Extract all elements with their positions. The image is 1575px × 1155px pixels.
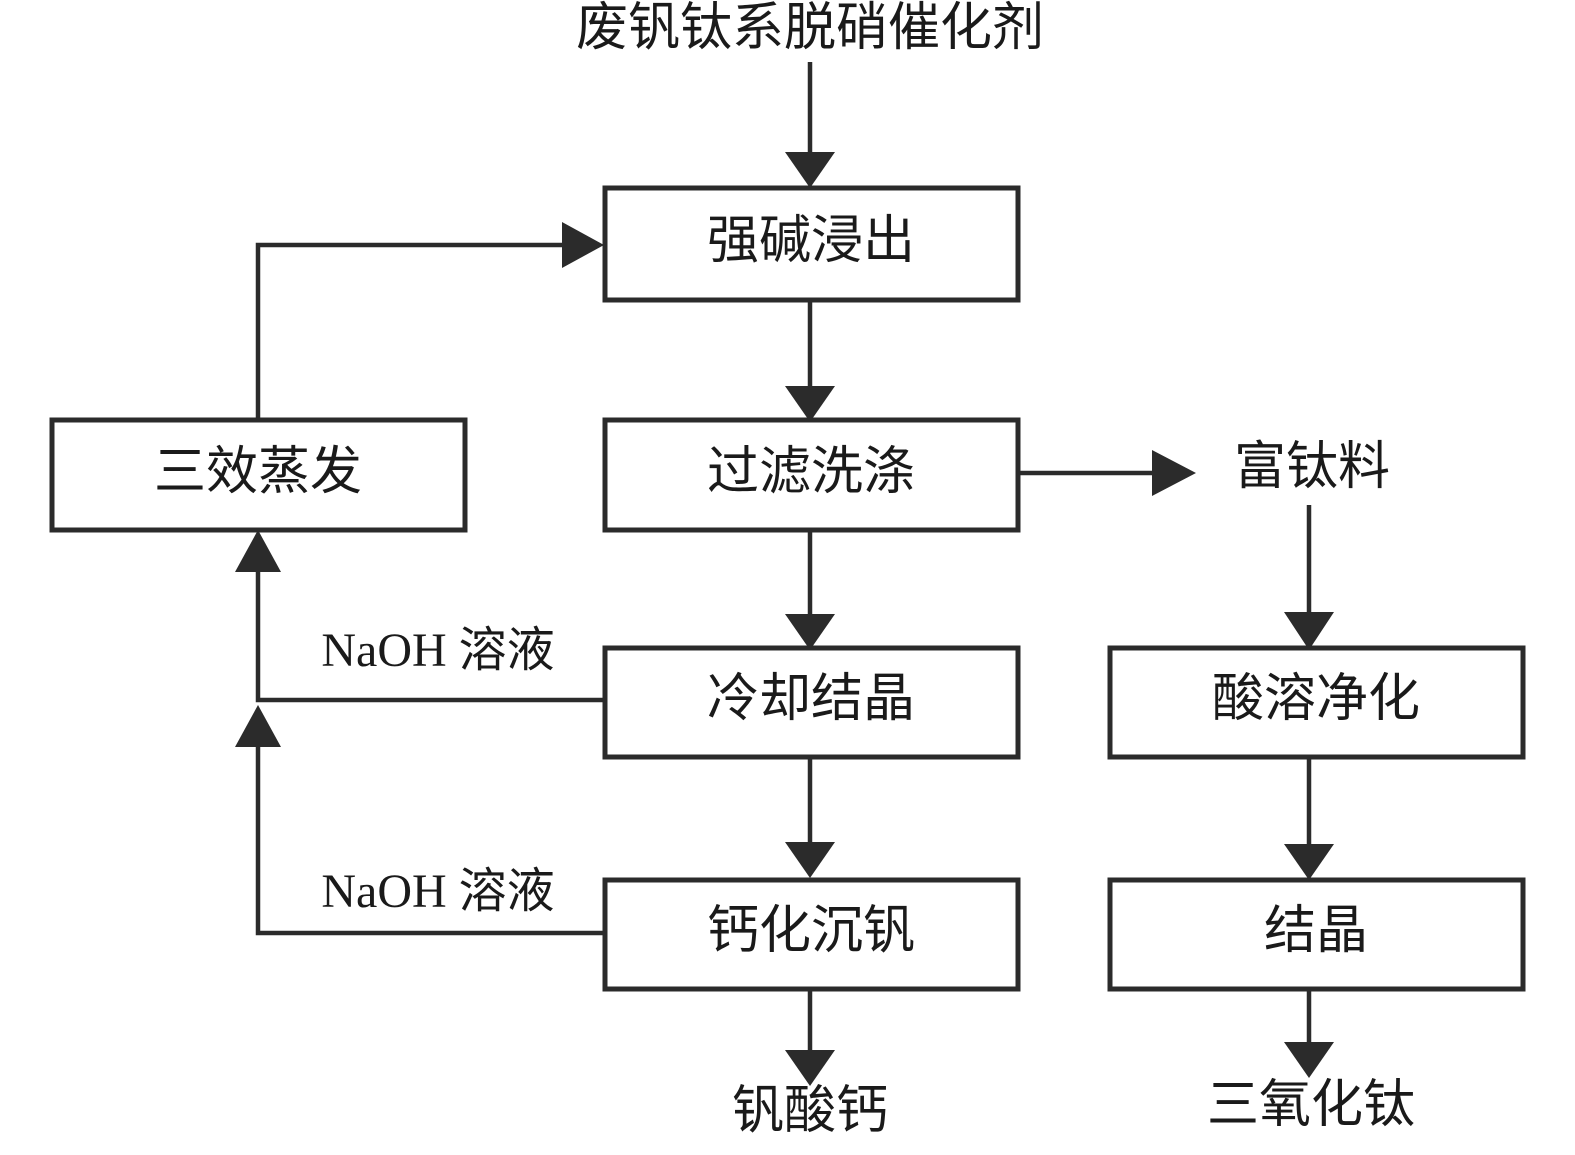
node-label-filter-wash: 过滤洗涤 — [707, 444, 915, 501]
edge-label-naoh-solution-upper: NaOH 溶液 — [321, 624, 554, 677]
arrowhead-cooling-to-calcification — [785, 842, 835, 878]
node-triple-effect-evaporation-box[interactable] — [49, 417, 468, 533]
arrowhead-leaching-to-filter — [785, 386, 835, 422]
edge-label-naoh-solution-lower: NaOH 溶液 — [321, 865, 554, 918]
node-alkali-leaching-box[interactable] — [602, 185, 1021, 303]
terminal-label-calcium-vanadate: 钒酸钙 — [732, 1083, 888, 1140]
node-label-triple-effect-evaporation: 三效蒸发 — [154, 444, 362, 501]
arrowhead-cooling-to-evaporation — [235, 530, 281, 572]
node-acid-dissolution-box[interactable] — [1107, 645, 1526, 760]
arrowhead-tirich-to-aciddissolve — [1284, 612, 1334, 650]
arrowhead-calcification-to-evaporation — [235, 705, 281, 747]
node-label-acid-dissolution-purification: 酸溶净化 — [1212, 671, 1420, 728]
node-filter-wash-box[interactable] — [602, 417, 1021, 533]
terminal-label-titanium-rich-material: 富钛料 — [1234, 439, 1390, 496]
terminal-label-titanium-trioxide: 三氧化钛 — [1207, 1077, 1415, 1134]
node-label-alkali-leaching: 强碱浸出 — [707, 213, 915, 270]
edge-cooling-to-evaporation — [255, 560, 605, 703]
arrowhead-aciddissolve-to-crystal — [1284, 844, 1334, 880]
arrowhead-crystal-to-tio3 — [1284, 1042, 1334, 1078]
edge-calcification-to-evaporation — [255, 735, 605, 936]
node-crystallization-box[interactable] — [1107, 877, 1526, 992]
edge-evaporation-to-leaching — [255, 242, 570, 420]
arrowhead-filter-to-tirich — [1152, 450, 1196, 496]
node-calcification-precipitation-box[interactable] — [602, 877, 1021, 992]
arrowhead-filter-to-cooling — [785, 614, 835, 650]
arrowhead-feed-to-leaching — [785, 152, 835, 188]
node-label-calcification-precipitation: 钙化沉钒 — [707, 903, 915, 960]
node-cooling-crystallization-box[interactable] — [602, 645, 1021, 760]
node-label-crystallization: 结晶 — [1264, 903, 1368, 960]
node-label-cooling-crystallization: 冷却结晶 — [707, 671, 915, 728]
arrowhead-calcification-to-cavanadate — [785, 1050, 835, 1086]
arrowhead-evaporation-to-leaching — [562, 222, 604, 268]
input-feed-label: 废钒钛系脱硝催化剂 — [576, 0, 1044, 57]
